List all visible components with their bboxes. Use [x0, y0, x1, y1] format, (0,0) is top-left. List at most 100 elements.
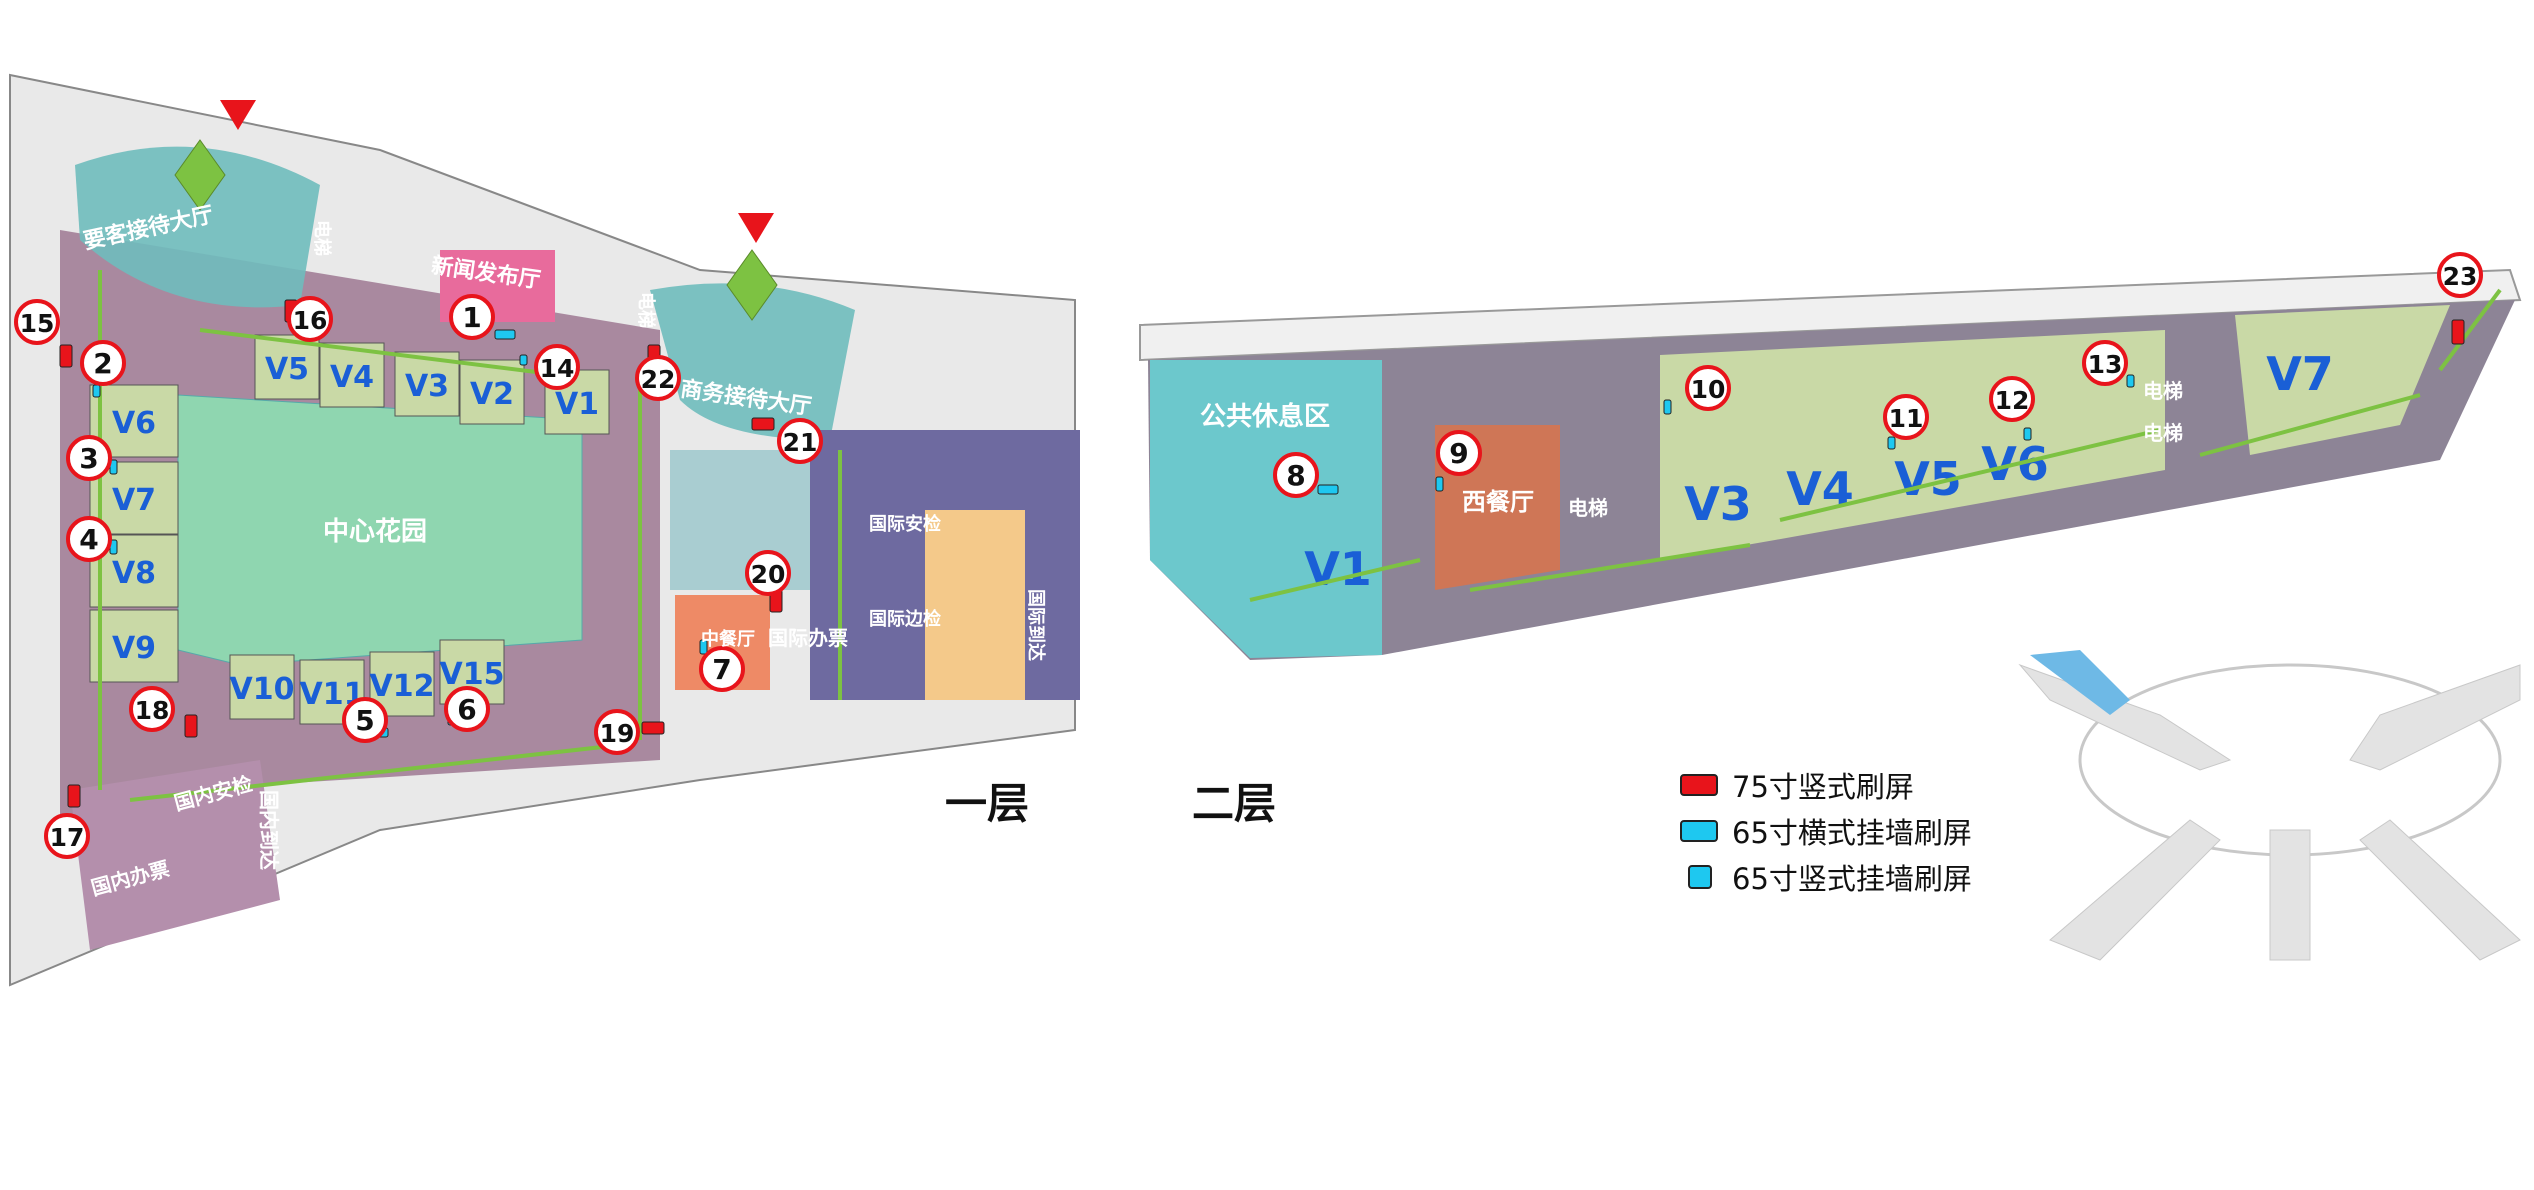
marker-number: 3 [79, 442, 98, 475]
room-label: 国际办票 [768, 626, 848, 650]
location-marker: 11 [1883, 394, 1929, 440]
v7-room-area [2235, 305, 2450, 455]
legend-label: 65寸竖式挂墙刷屏 [1732, 862, 1972, 896]
vip-room-label: V12 [370, 669, 435, 704]
location-marker: 9 [1436, 430, 1482, 476]
entrance-pointer-icon [738, 213, 774, 243]
screen-65-wall [1887, 436, 1896, 450]
screen-75-vertical [641, 721, 665, 735]
entrance-arrow-icon [726, 249, 778, 321]
red-screen-swatch-icon [1680, 774, 1718, 796]
entrance-arrow-icon [174, 139, 226, 211]
floor2-plan: V1V3V4V5V6V7 [1139, 268, 2522, 660]
marker-number: 23 [2443, 262, 2478, 291]
legend-label: 65寸横式挂墙刷屏 [1732, 816, 1972, 850]
marker-number: 11 [1889, 404, 1924, 433]
marker-number: 4 [79, 523, 98, 556]
location-marker: 7 [699, 646, 745, 692]
marker-number: 19 [600, 719, 635, 748]
marker-number: 9 [1449, 437, 1468, 470]
vip-hall-area [75, 146, 320, 308]
flow-arrow [1469, 543, 1751, 592]
screen-65-wall [519, 354, 528, 366]
location-marker: 8 [1273, 452, 1319, 498]
location-marker: 21 [777, 418, 823, 464]
screen-75-vertical [2451, 319, 2465, 345]
business-hall-area [650, 283, 855, 440]
location-marker: 16 [287, 296, 333, 342]
screen-65-wall [2023, 427, 2032, 441]
screen-65-wall [92, 384, 101, 398]
screen-75-vertical [751, 417, 775, 431]
blue-horizontal-screen-swatch-icon [1680, 820, 1718, 842]
screen-65-wall [699, 639, 708, 655]
legend-item: 75寸竖式刷屏 [1680, 762, 1972, 808]
room-label: 国际边检 [869, 608, 941, 630]
screen-65-wall [1435, 476, 1444, 492]
terminal-minimap [2018, 650, 2521, 961]
room-label: 西餐厅 [1462, 488, 1534, 516]
marker-number: 12 [1995, 386, 2030, 415]
room-label: 中餐厅 [701, 628, 755, 650]
minimap-highlight [2030, 650, 2130, 715]
location-marker: 17 [44, 813, 90, 859]
marker-number: 21 [783, 428, 818, 457]
location-marker: 23 [2437, 252, 2483, 298]
location-marker: 13 [2082, 340, 2128, 386]
screen-65-wall [2126, 374, 2135, 388]
floor1-title: 一层 [945, 779, 1030, 828]
room-label: 公共休息区 [1200, 401, 1330, 432]
room-label: 电梯 [311, 220, 333, 256]
floor2-title: 二层 [1192, 779, 1277, 828]
vip-room-v5 [254, 334, 320, 400]
location-marker: 4 [66, 516, 112, 562]
location-marker: 6 [444, 686, 490, 732]
screen-75-vertical [184, 714, 198, 738]
blue-vertical-screen-swatch-icon [1688, 865, 1712, 889]
vip-room-label: V4 [1786, 462, 1854, 516]
vip-room-label: V6 [112, 406, 156, 441]
room-label: 中心花园 [323, 517, 427, 547]
legend-item: 65寸竖式挂墙刷屏 [1680, 854, 1972, 900]
location-marker: 15 [14, 299, 60, 345]
floor2-facade [1139, 268, 2522, 362]
vip-room-label: V1 [1304, 542, 1372, 596]
location-marker: 20 [745, 550, 791, 596]
vip-room-label: V7 [2266, 347, 2334, 401]
intl-rooms-area [925, 510, 1025, 700]
legend-item: 65寸横式挂墙刷屏 [1680, 808, 1972, 854]
marker-number: 17 [50, 823, 85, 852]
vip-room-label: V3 [405, 369, 449, 404]
screen-75-vertical [59, 344, 73, 368]
marker-number: 16 [293, 306, 328, 335]
vip-room-label: V7 [112, 483, 156, 518]
screen-65-wall [494, 329, 516, 340]
marker-number: 1 [462, 301, 481, 334]
location-marker: 19 [594, 709, 640, 755]
vip-room-label: V5 [265, 352, 309, 387]
marker-number: 10 [1691, 375, 1726, 404]
entrance-pointer-icon [220, 100, 256, 130]
flow-arrow [129, 743, 621, 802]
screen-65-wall [1317, 484, 1339, 495]
location-marker: 14 [534, 344, 580, 390]
marker-number: 7 [712, 653, 731, 686]
location-marker: 22 [635, 355, 681, 401]
room-label: 国际到达 [1025, 589, 1047, 661]
room-label: 电梯 [2143, 421, 2183, 445]
vip-room-label: V1 [555, 387, 599, 422]
legend-label: 75寸竖式刷屏 [1732, 770, 1914, 804]
marker-number: 15 [20, 309, 55, 338]
floor2-rooms-strip [1660, 330, 2165, 560]
room-label: 国内到达 [257, 790, 281, 870]
vip-room-v10 [229, 654, 295, 720]
marker-number: 6 [457, 693, 476, 726]
location-marker: 1 [449, 294, 495, 340]
vip-room-label: V15 [440, 657, 505, 692]
location-marker: 2 [80, 340, 126, 386]
flow-arrow [199, 328, 561, 377]
marker-number: 18 [135, 696, 170, 725]
flow-arrow [1249, 558, 1421, 602]
marker-number: 8 [1286, 459, 1305, 492]
